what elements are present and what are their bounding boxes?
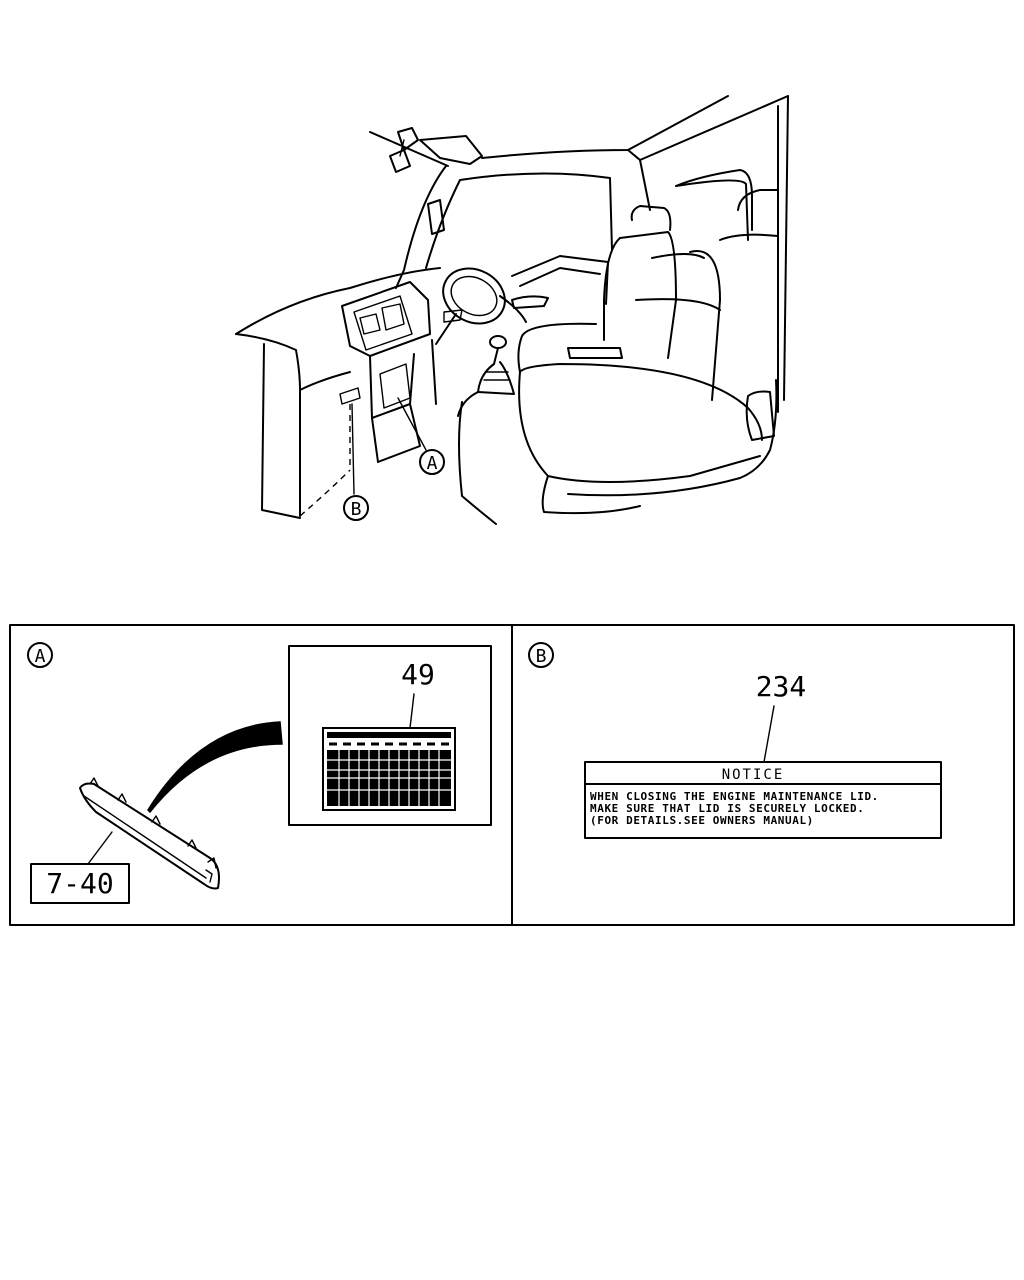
dashboard	[235, 267, 441, 519]
panel-b: B 234 NOTICE WHEN CLOSING THE ENGINE MAI…	[528, 642, 942, 839]
part-number-234: 234	[756, 670, 807, 703]
windshield-frame	[395, 95, 789, 413]
callout-a: A	[397, 397, 445, 475]
sun-visor	[419, 135, 483, 165]
rear-window	[675, 169, 753, 231]
part-number-49: 49	[401, 658, 435, 691]
callout-a-label: A	[427, 453, 438, 474]
callout-b: B	[343, 403, 369, 521]
ref-label-7-40: 7-40	[46, 867, 113, 900]
gear-lever	[457, 335, 515, 417]
cab-interior-illustration: A B	[235, 95, 789, 525]
fuse-label-box	[288, 645, 492, 826]
notice-line-2: MAKE SURE THAT LID IS SECURELY LOCKED.	[590, 802, 864, 815]
rear-view-mirror	[369, 127, 449, 173]
notice-line-3: (FOR DETAILS.SEE OWNERS MANUAL)	[590, 814, 814, 827]
panel-a-marker	[27, 642, 53, 668]
seats	[458, 179, 779, 525]
panel-b-marker-label: B	[536, 646, 547, 667]
panel-a: A 49	[27, 642, 492, 904]
leader-7-40	[87, 831, 113, 865]
fuse-chart-label	[322, 727, 456, 811]
notice-label: NOTICE WHEN CLOSING THE ENGINE MAINTENAN…	[584, 761, 942, 839]
leader-49	[409, 693, 415, 729]
steering-wheel	[435, 267, 506, 345]
ref-label-box	[30, 863, 130, 904]
cover-panel	[79, 777, 220, 890]
leader-234	[763, 705, 775, 763]
grab-handle	[427, 199, 445, 235]
notice-title: NOTICE	[722, 767, 785, 783]
door-trim	[499, 255, 609, 323]
detail-panels: A 49	[9, 624, 1015, 926]
panel-a-marker-label: A	[35, 646, 46, 667]
callout-b-label: B	[351, 499, 362, 520]
notice-line-1: WHEN CLOSING THE ENGINE MAINTENANCE LID.	[590, 790, 879, 803]
panel-b-marker	[528, 642, 554, 668]
pointer-arrow	[147, 721, 283, 814]
